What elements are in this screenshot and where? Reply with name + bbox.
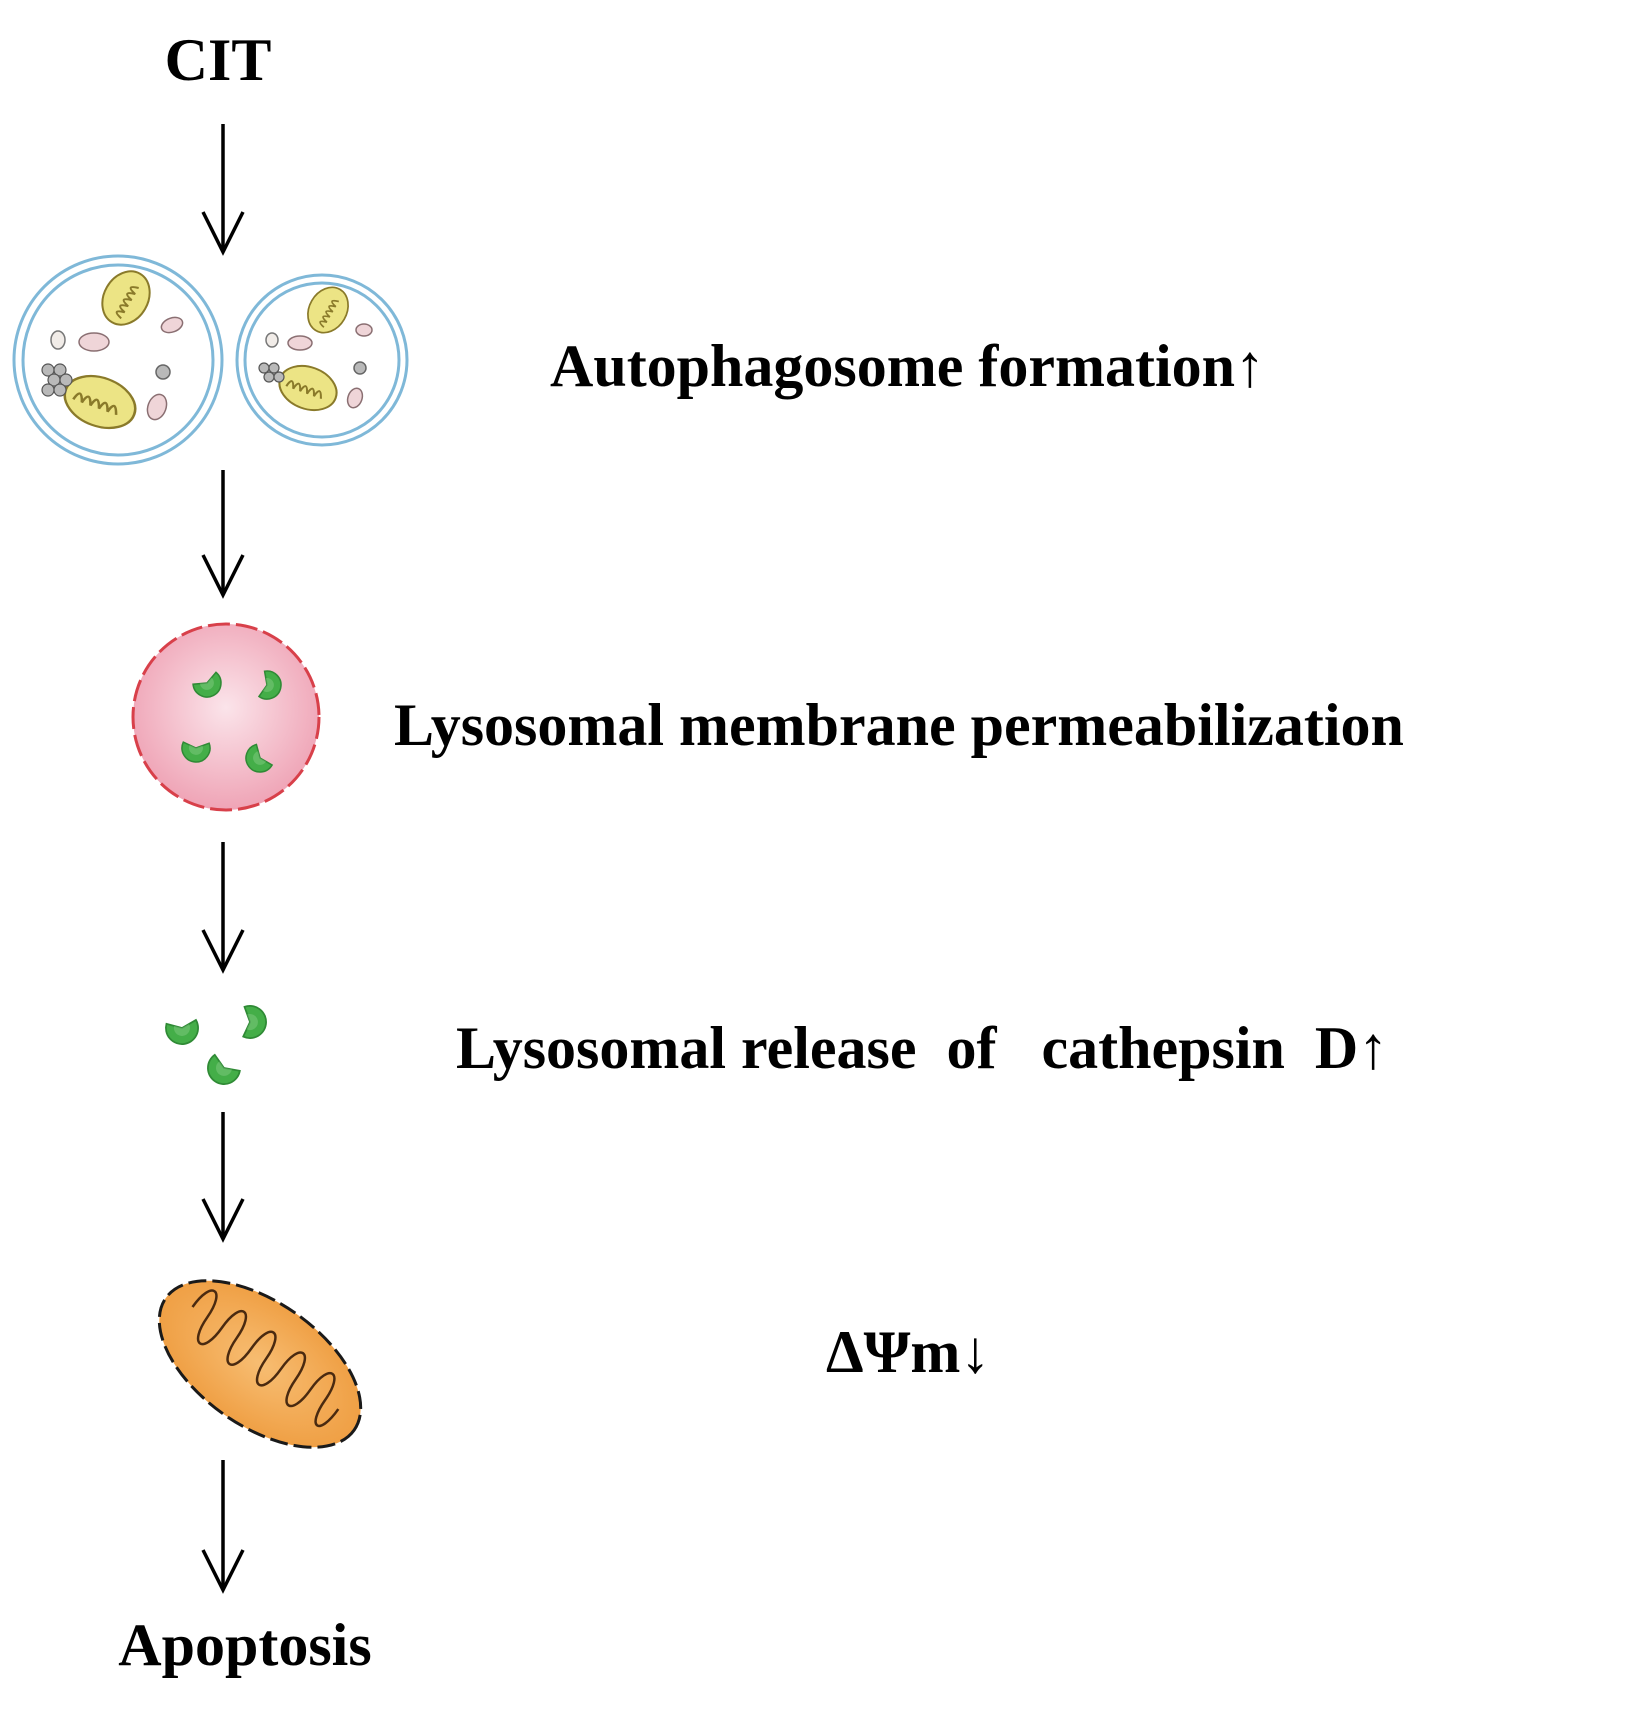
autophagosome-left <box>12 254 224 466</box>
step-label-autophagosome: Autophagosome formation↑ <box>550 333 1265 399</box>
mitochondrion-icon <box>157 1279 363 1449</box>
flow-arrow-5 <box>201 1460 245 1594</box>
flow-arrow-2 <box>201 470 245 599</box>
autophagosome-right <box>235 273 409 447</box>
step-label-cathepsin-release: Lysosomal release of cathepsin D↑ <box>456 1015 1388 1081</box>
lysosome-icon <box>131 622 321 812</box>
flow-arrow-4 <box>201 1112 245 1243</box>
autophagosome-icon <box>12 254 409 466</box>
end-label: Apoptosis <box>118 1612 371 1678</box>
step-label-membrane-potential: ΔΨm↓ <box>826 1319 990 1385</box>
flow-arrow-3 <box>201 842 245 974</box>
cathepsin-d-icon <box>161 1000 272 1088</box>
step-label-lmp: Lysosomal membrane permeabilization <box>394 692 1404 758</box>
flow-arrow-1 <box>201 124 245 256</box>
start-label: CIT <box>165 27 272 93</box>
